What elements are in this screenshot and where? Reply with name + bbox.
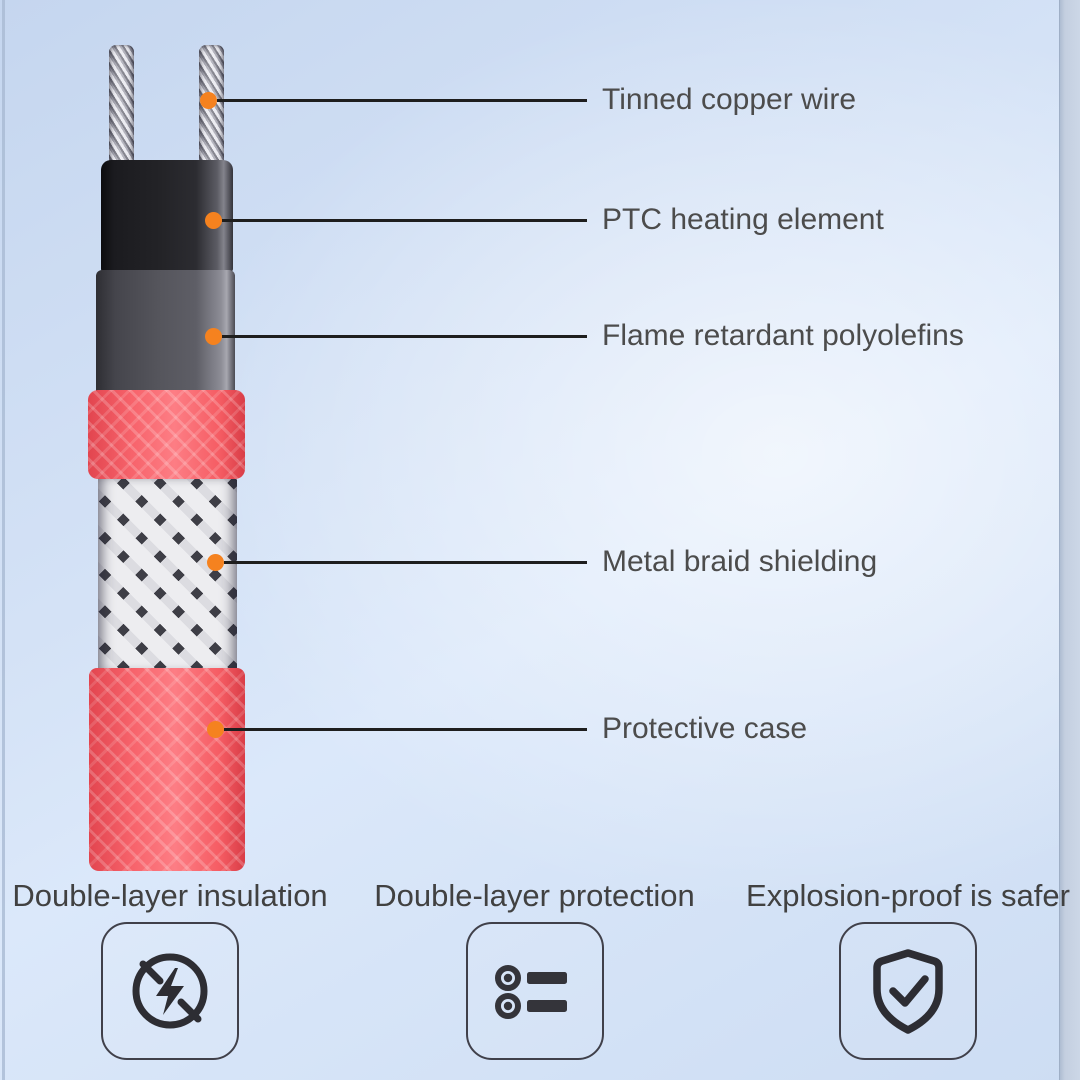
callout-line	[222, 334, 587, 338]
feature-double-layer-insulation: Double-layer insulation	[2, 876, 338, 1060]
feature-explosion-proof: Explosion-proof is safer	[736, 876, 1080, 1060]
feature-card	[465, 922, 604, 1060]
list-icon	[494, 965, 567, 1019]
callout-label: Metal braid shielding	[602, 545, 878, 578]
feature-title: Double-layer protection	[374, 878, 695, 913]
callout-dot	[207, 553, 224, 571]
insulation-band-layer	[88, 390, 245, 479]
feature-title: Double-layer insulation	[12, 878, 328, 913]
tinned-copper-wire-left	[109, 45, 134, 171]
callout-dot	[207, 720, 224, 738]
callout-line	[217, 98, 587, 102]
callout-dot	[205, 211, 222, 229]
protective-case-layer	[89, 668, 245, 871]
callout-protective-case: Protective case	[207, 710, 807, 748]
callout-tinned-copper-wire: Tinned copper wire	[200, 81, 856, 119]
shield-check-icon	[873, 949, 943, 1034]
callout-label: Protective case	[602, 712, 808, 745]
callout-line	[224, 727, 587, 731]
feature-card	[839, 922, 977, 1060]
callout-metal-braid-shielding: Metal braid shielding	[207, 543, 877, 581]
callout-line	[224, 560, 587, 564]
feature-title: Explosion-proof is safer	[746, 878, 1070, 913]
metal-braid-shielding-layer	[98, 478, 237, 672]
callout-label: PTC heating element	[602, 203, 884, 236]
callout-flame-retardant-polyolefins: Flame retardant polyolefins	[205, 317, 964, 355]
callout-label: Flame retardant polyolefins	[602, 319, 964, 352]
callout-ptc-heating-element: PTC heating element	[205, 201, 884, 239]
callout-dot	[205, 327, 222, 345]
no-electric-shock-icon	[132, 953, 208, 1029]
feature-card	[101, 922, 239, 1060]
background-right-band	[1059, 0, 1080, 1080]
callout-line	[222, 218, 587, 222]
background-left-edge	[2, 0, 5, 1080]
feature-double-layer-protection: Double-layer protection	[364, 876, 705, 1060]
callout-dot	[200, 91, 217, 109]
callout-label: Tinned copper wire	[602, 83, 857, 116]
